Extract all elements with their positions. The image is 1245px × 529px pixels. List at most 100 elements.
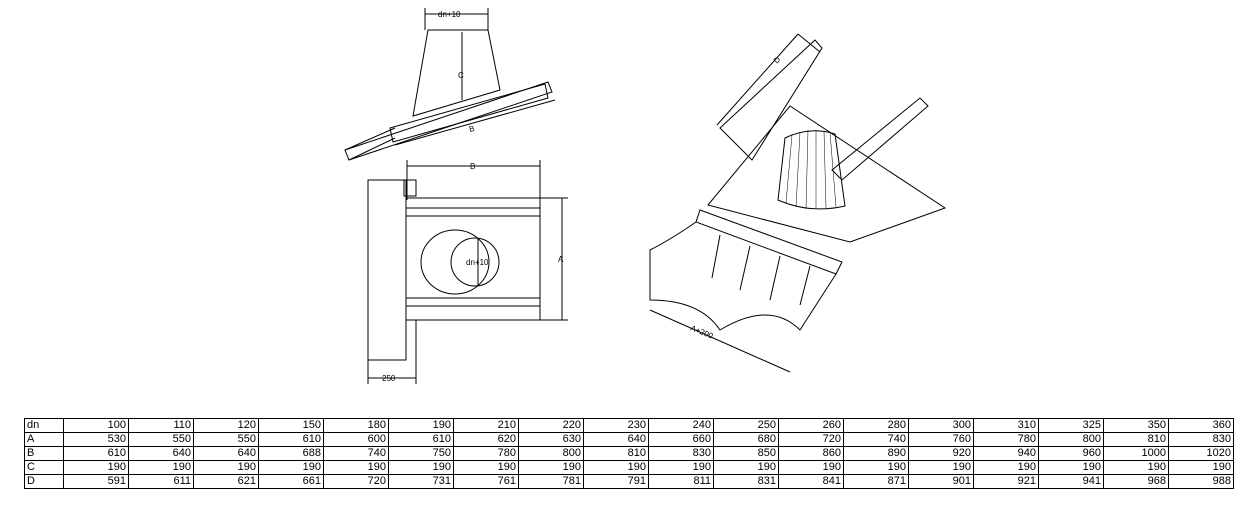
table-cell: 190 [388, 418, 454, 433]
table-cell: 621 [193, 474, 259, 489]
table-cell: 610 [63, 446, 129, 461]
table-cell: 940 [973, 446, 1039, 461]
table-cell: 630 [518, 432, 584, 447]
table-cell: 660 [648, 432, 714, 447]
table-cell: 250 [713, 418, 779, 433]
table-cell: 680 [713, 432, 779, 447]
table-cell: 810 [583, 446, 649, 461]
table-cell: 781 [518, 474, 584, 489]
table-cell: 780 [453, 446, 519, 461]
table-cell: 640 [193, 446, 259, 461]
table-cell: 150 [258, 418, 324, 433]
table-cell: 550 [193, 432, 259, 447]
table-cell: 325 [1038, 418, 1104, 433]
table-cell: 960 [1038, 446, 1104, 461]
table-cell: 810 [1103, 432, 1169, 447]
table-cell: 190 [323, 460, 389, 475]
table-cell: 720 [778, 432, 844, 447]
table-cell: 280 [843, 418, 909, 433]
table-cell: 110 [128, 418, 194, 433]
table-cell: 720 [323, 474, 389, 489]
row-label: B [24, 446, 64, 461]
table-cell: 800 [1038, 432, 1104, 447]
table-cell: 761 [453, 474, 519, 489]
table-cell: 610 [258, 432, 324, 447]
table-cell: 620 [453, 432, 519, 447]
table-cell: 240 [648, 418, 714, 433]
table-cell: 190 [518, 460, 584, 475]
row-label: dn [24, 418, 64, 433]
table-cell: 860 [778, 446, 844, 461]
table-cell: 190 [1168, 460, 1234, 475]
table-cell: 190 [453, 460, 519, 475]
table-cell: 120 [193, 418, 259, 433]
table-cell: 530 [63, 432, 129, 447]
table-cell: 190 [648, 460, 714, 475]
label-plan-dn: dn+10 [466, 258, 489, 267]
table-cell: 190 [1038, 460, 1104, 475]
table-cell: 190 [583, 460, 649, 475]
label-elevation-c: C [458, 71, 464, 80]
table-cell: 640 [583, 432, 649, 447]
label-elevation-b: B [468, 124, 476, 134]
table-cell: 591 [63, 474, 129, 489]
table-cell: 210 [453, 418, 519, 433]
table-cell: 850 [713, 446, 779, 461]
table-cell: 920 [908, 446, 974, 461]
table-cell: 360 [1168, 418, 1234, 433]
technical-drawing: dn+10 C B B dn+10 A 250 D [344, 8, 947, 384]
table-cell: 901 [908, 474, 974, 489]
table-cell: 731 [388, 474, 454, 489]
table-cell: 841 [778, 474, 844, 489]
table-cell: 100 [63, 418, 129, 433]
table-cell: 180 [323, 418, 389, 433]
table-cell: 800 [518, 446, 584, 461]
table-cell: 600 [323, 432, 389, 447]
table-cell: 190 [908, 460, 974, 475]
table-cell: 190 [713, 460, 779, 475]
label-elevation-dn: dn+10 [438, 10, 461, 19]
row-label: C [24, 460, 64, 475]
table-cell: 190 [973, 460, 1039, 475]
table-cell: 750 [388, 446, 454, 461]
label-plan-250: 250 [382, 374, 396, 383]
table-cell: 190 [63, 460, 129, 475]
table-cell: 740 [323, 446, 389, 461]
table-cell: 190 [258, 460, 324, 475]
table-cell: 791 [583, 474, 649, 489]
label-iso-a200: A+200 [689, 324, 715, 341]
table-cell: 310 [973, 418, 1039, 433]
table-cell: 190 [843, 460, 909, 475]
row-label: A [24, 432, 64, 447]
table-cell: 1020 [1168, 446, 1234, 461]
table-cell: 230 [583, 418, 649, 433]
table-cell: 661 [258, 474, 324, 489]
table-cell: 610 [388, 432, 454, 447]
table-cell: 830 [1168, 432, 1234, 447]
table-cell: 350 [1103, 418, 1169, 433]
table-cell: 550 [128, 432, 194, 447]
table-cell: 740 [843, 432, 909, 447]
table-cell: 988 [1168, 474, 1234, 489]
isometric-view: D A+200 [649, 33, 947, 373]
label-iso-d: D [772, 55, 783, 65]
table-cell: 260 [778, 418, 844, 433]
table-cell: 190 [1103, 460, 1169, 475]
table-cell: 968 [1103, 474, 1169, 489]
table-cell: 190 [128, 460, 194, 475]
table-cell: 890 [843, 446, 909, 461]
plan-view: B dn+10 A 250 [367, 160, 568, 384]
table-cell: 688 [258, 446, 324, 461]
label-plan-a: A [558, 255, 564, 264]
table-cell: 811 [648, 474, 714, 489]
table-cell: 830 [648, 446, 714, 461]
table-cell: 611 [128, 474, 194, 489]
table-cell: 300 [908, 418, 974, 433]
table-cell: 780 [973, 432, 1039, 447]
table-cell: 871 [843, 474, 909, 489]
